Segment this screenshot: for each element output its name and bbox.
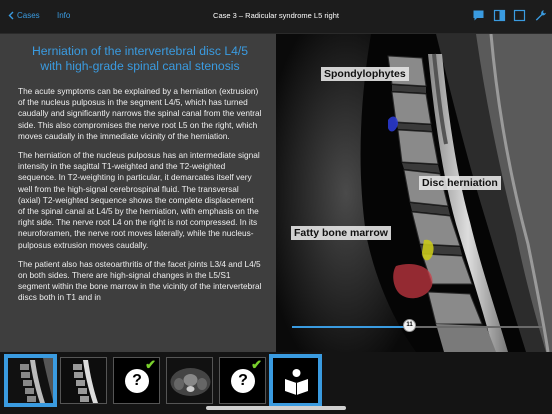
thumbnail-mri-sagittal-t2[interactable] xyxy=(60,357,107,404)
image-filmstrip: ? ✔ ? ✔ xyxy=(0,352,552,414)
thumbnail-quiz-2[interactable]: ? ✔ xyxy=(219,357,266,404)
thumbnail-mri-axial[interactable] xyxy=(166,357,213,404)
spondylophyte-highlight xyxy=(388,116,398,132)
paragraph-1: The acute symptoms can be explained by a… xyxy=(18,86,262,141)
checkmark-icon: ✔ xyxy=(145,357,156,372)
thumbnail-reading[interactable] xyxy=(269,354,322,407)
thumbnail-quiz-1[interactable]: ? ✔ xyxy=(113,357,160,404)
mri-thumbnail-icon xyxy=(167,358,212,403)
question-icon: ? xyxy=(125,369,149,393)
fatty-bone-marrow-highlight xyxy=(393,264,433,299)
label-disc-herniation: Disc herniation xyxy=(419,176,501,190)
disc-herniation-highlight xyxy=(422,239,434,261)
slice-slider-track[interactable] xyxy=(292,326,542,328)
label-spondylophytes: Spondylophytes xyxy=(321,67,409,81)
slice-slider-fill xyxy=(292,326,410,328)
book-person-icon xyxy=(285,369,308,395)
description-panel[interactable]: Herniation of the intervertebral disc L4… xyxy=(0,34,276,352)
back-button[interactable]: Cases xyxy=(8,11,40,20)
paragraph-3: The patient also has osteoarthritis of t… xyxy=(18,258,262,303)
label-fatty-bone-marrow: Fatty bone marrow xyxy=(291,226,391,240)
mri-sagittal-image xyxy=(276,34,552,352)
mri-thumbnail-icon xyxy=(8,358,53,403)
split-view-icon[interactable] xyxy=(493,9,506,22)
back-button-label: Cases xyxy=(17,11,40,20)
thumbnail-mri-sagittal[interactable] xyxy=(4,354,57,407)
slice-slider-thumb[interactable]: 11 xyxy=(403,319,416,332)
chevron-left-icon xyxy=(8,11,14,20)
home-indicator xyxy=(206,406,346,410)
section-heading: Herniation of the intervertebral disc L4… xyxy=(31,44,249,73)
speech-bubble-icon[interactable] xyxy=(472,9,485,22)
info-button[interactable]: Info xyxy=(57,11,71,20)
wrench-icon[interactable] xyxy=(534,9,547,22)
mri-thumbnail-icon xyxy=(61,358,106,403)
page-title: Case 3 – Radicular syndrome L5 right xyxy=(213,11,339,20)
checkmark-icon: ✔ xyxy=(251,357,262,372)
paragraph-2: The herniation of the nucleus pulposus h… xyxy=(18,150,260,250)
fullscreen-square-icon[interactable] xyxy=(513,9,526,22)
mri-viewer[interactable]: Spondylophytes Disc herniation Fatty bon… xyxy=(276,34,552,352)
navigation-bar: Cases Info Case 3 – Radicular syndrome L… xyxy=(0,0,552,34)
question-icon: ? xyxy=(231,369,255,393)
